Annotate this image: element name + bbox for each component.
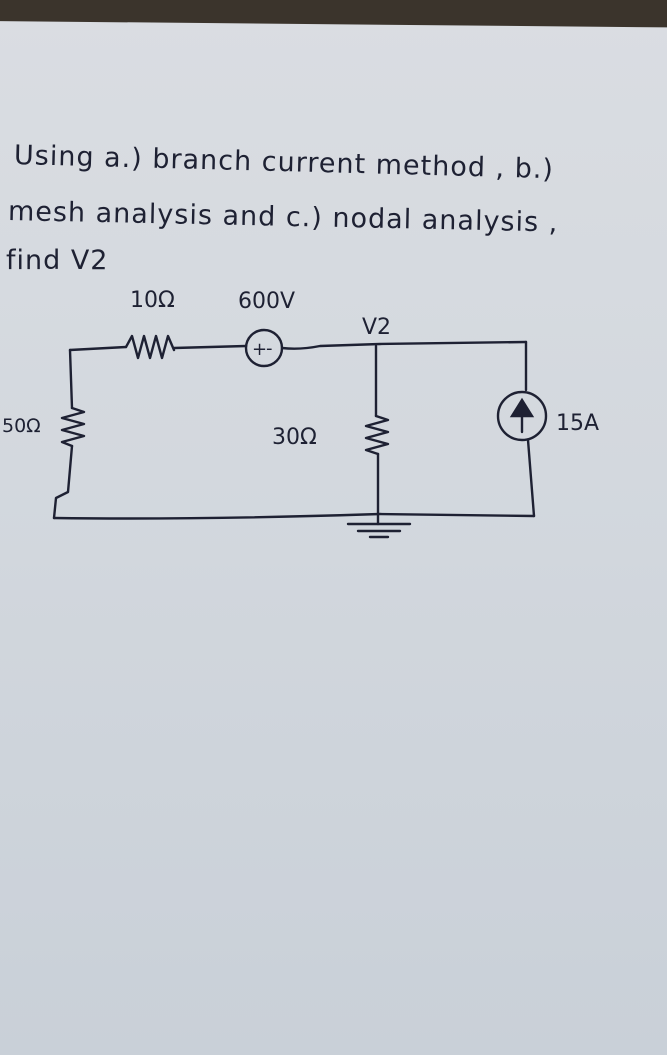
label-minus: - [266, 338, 273, 359]
question-line-3: find V2 [6, 245, 109, 276]
circuit-diagram: 10Ω 600V + - V2 50Ω 30Ω 15A [2, 288, 599, 539]
label-15a: 15A [556, 411, 599, 436]
resistor-50-ohm [60, 406, 86, 448]
current-arrow-head [509, 397, 535, 418]
label-30-ohm: 30Ω [272, 425, 317, 450]
label-plus: + [252, 339, 267, 360]
wire-bottom [52, 512, 536, 520]
resistor-10-ohm [124, 334, 176, 360]
wire-top-right [280, 340, 528, 350]
current-source-15a [496, 390, 548, 442]
label-600v: 600V [238, 289, 295, 314]
wire-top-mid [172, 344, 248, 350]
question-line-2: mesh analysis and c.) nodal analysis , [7, 196, 559, 239]
label-10-ohm: 10Ω [130, 288, 175, 313]
label-v2-node: V2 [362, 315, 391, 340]
wire-left-lower [52, 444, 74, 520]
label-50-ohm: 50Ω [2, 415, 41, 437]
wire-top-left [68, 345, 128, 352]
wire-right-lower [526, 438, 536, 518]
question-line-1: Using a.) branch current method , b.) [13, 140, 555, 186]
resistor-30-ohm [364, 414, 390, 456]
wire-left-upper [68, 348, 74, 410]
